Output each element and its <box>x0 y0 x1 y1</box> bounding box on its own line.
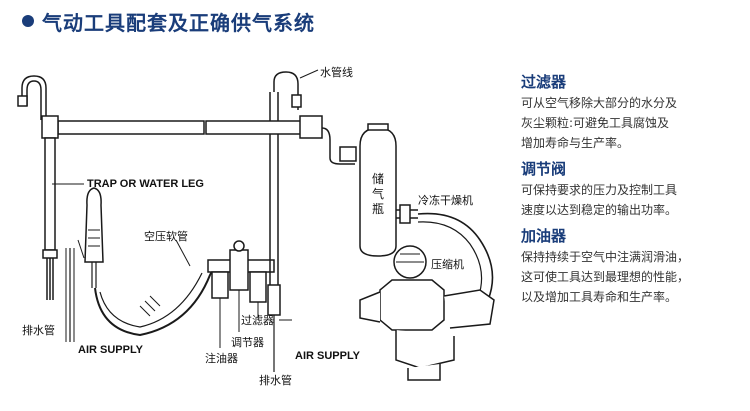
label-air-supply-left: AIR SUPPLY <box>78 344 144 356</box>
label-dryer: 冷冻干燥机 <box>418 194 473 207</box>
label-hose: 空压软管 <box>144 230 188 243</box>
title-bar: 气动工具配套及正确供气系统 <box>22 6 315 36</box>
section-regulator: 调节阀 可保持要求的压力及控制工具 速度以达到稳定的输出功率。 <box>521 159 749 220</box>
section-lubricator: 加油器 保持持续于空气中注满润滑油， 这可使工具达到最理想的性能， 以及增加工具… <box>521 226 749 307</box>
lubricator-unit <box>211 271 229 299</box>
title-bullet <box>22 15 34 27</box>
pneumatic-tool <box>84 187 104 263</box>
upper-header-pipe <box>205 120 303 135</box>
air-supply-diagram <box>17 69 495 381</box>
section-line: 可保持要求的压力及控制工具 <box>521 183 678 197</box>
section-heading: 调节阀 <box>521 160 567 178</box>
trap-leg <box>44 137 56 251</box>
label-regulator: 调节器 <box>231 336 264 349</box>
page-title: 气动工具配套及正确供气系统 <box>42 10 315 35</box>
label-air-supply-right: AIR SUPPLY <box>295 350 361 362</box>
dryer-loop-pipe <box>417 212 494 301</box>
label-filter: 过滤器 <box>241 314 274 327</box>
section-heading: 加油器 <box>521 227 567 245</box>
section-line: 这可使工具达到最理想的性能， <box>521 270 690 284</box>
section-heading: 过滤器 <box>521 73 567 91</box>
label-compressor: 压缩机 <box>431 258 464 271</box>
tank-valve <box>339 146 357 162</box>
label-lubricator: 注油器 <box>205 352 238 365</box>
section-line: 灰尘颗粒:可避免工具腐蚀及 <box>521 116 670 130</box>
label-drain-right: 排水管 <box>259 374 292 387</box>
left-hook-pipe <box>21 75 47 120</box>
left-header-pipe <box>57 120 205 135</box>
compressor-base <box>395 330 455 369</box>
section-filter: 过滤器 可从空气移除大部分的水分及 灰尘颗粒:可避免工具腐蚀及 增加寿命与生产率… <box>521 72 749 153</box>
filter-unit <box>249 271 267 303</box>
section-line: 增加寿命与生产率。 <box>521 136 630 150</box>
label-tank: 储气瓶 <box>371 172 384 216</box>
label-drain-left: 排水管 <box>22 324 55 337</box>
regulator-unit <box>229 249 249 291</box>
info-panel: 过滤器 可从空气移除大部分的水分及 灰尘颗粒:可避免工具腐蚀及 增加寿命与生产率… <box>521 72 749 313</box>
section-body: 可保持要求的压力及控制工具 速度以达到稳定的输出功率。 <box>521 180 749 220</box>
label-water-line: 水管线 <box>320 66 353 79</box>
section-line: 可从空气移除大部分的水分及 <box>521 96 678 110</box>
label-trap: TRAP OR WATER LEG <box>87 178 204 190</box>
compressor-body <box>379 279 445 331</box>
section-body: 保持持续于空气中注满润滑油， 这可使工具达到最理想的性能， 以及增加工具寿命和生… <box>521 247 749 307</box>
section-line: 保持持续于空气中注满润滑油， <box>521 250 690 264</box>
section-line: 以及增加工具寿命和生产率。 <box>521 290 678 304</box>
section-body: 可从空气移除大部分的水分及 灰尘颗粒:可避免工具腐蚀及 增加寿命与生产率。 <box>521 93 749 153</box>
section-line: 速度以达到稳定的输出功率。 <box>521 203 678 217</box>
